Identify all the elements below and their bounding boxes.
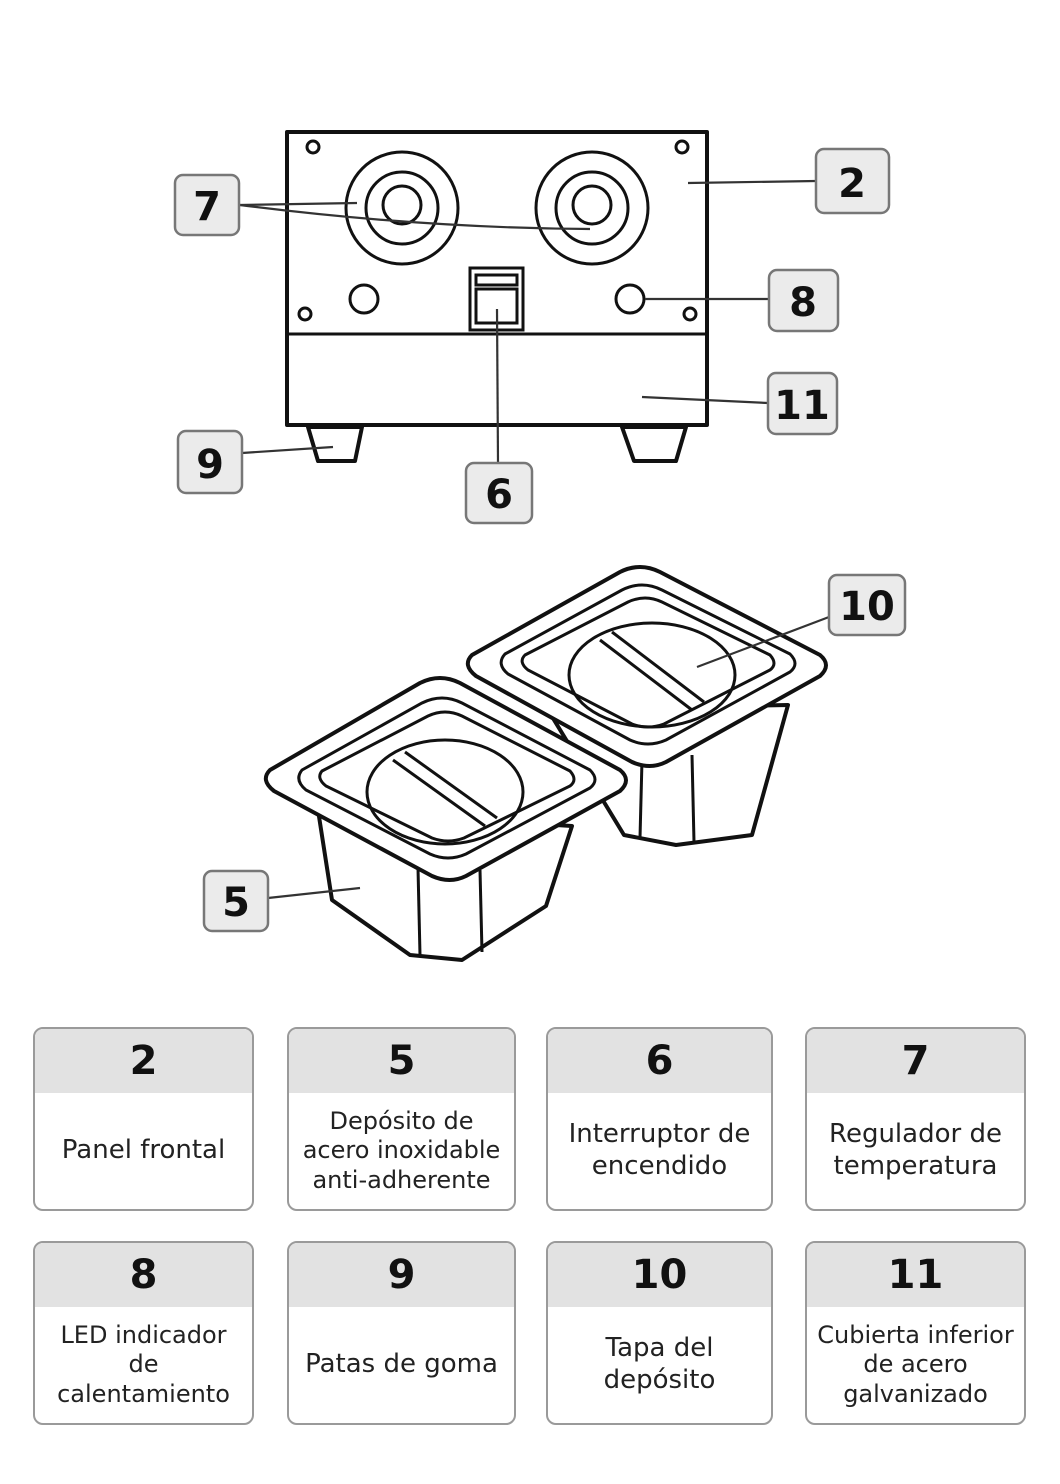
svg-text:7: 7 [193,184,221,230]
callout-2: 2 [814,147,891,215]
legend-number: 2 [35,1029,252,1093]
leader-2 [687,179,817,185]
temperature-knob-right [534,150,650,266]
callout-7: 7 [173,173,241,237]
tank-front [263,676,628,962]
svg-text:8: 8 [789,280,817,326]
tanks-view [263,565,828,962]
legend-card-10: 10 Tapa del depósito [546,1241,773,1425]
callout-8: 8 [767,268,840,333]
legend-card-8: 8 LED indicador de calentamiento [33,1241,254,1425]
legend-label: Depósito de acero inoxidable anti-adhere… [302,1107,501,1194]
legend-card-11: 11 Cubierta inferior de acero galvanizad… [805,1241,1026,1425]
legend-label: Tapa del depósito [603,1333,716,1395]
temperature-knob-left [344,150,460,266]
legend-card-7: 7 Regulador de temperatura [805,1027,1026,1211]
led-left-icon [348,283,380,315]
leader-5 [267,886,361,900]
screw-icon [305,139,321,155]
svg-text:11: 11 [774,383,830,429]
callout-10: 10 [827,573,907,637]
legend-card-9: 9 Patas de goma [287,1241,516,1425]
callout-5: 5 [202,869,270,933]
legend-label: Regulador de temperatura [829,1119,1002,1181]
leader-6 [495,308,500,464]
leader-7b [239,203,591,231]
leader-10 [696,615,830,669]
led-right-icon [614,283,646,315]
legend-card-5: 5 Depósito de acero inoxidable anti-adhe… [287,1027,516,1211]
legend-number: 6 [548,1029,771,1093]
foot-right [620,425,688,463]
legend-label: Interruptor de encendido [568,1119,751,1181]
screw-icon [682,306,698,322]
svg-text:10: 10 [839,584,895,630]
legend-number: 5 [289,1029,514,1093]
callout-6: 6 [464,461,534,525]
svg-text:9: 9 [196,442,224,488]
foot-left [306,425,364,463]
svg-text:2: 2 [838,161,866,207]
svg-text:5: 5 [222,880,250,926]
legend-number: 10 [548,1243,771,1307]
leader-7a [239,201,358,207]
legend-label: Cubierta inferior de acero galvanizado [817,1321,1014,1408]
legend-card-2: 2 Panel frontal [33,1027,254,1211]
legend-number: 7 [807,1029,1024,1093]
callout-11: 11 [766,371,839,436]
svg-text:6: 6 [485,472,513,518]
legend-card-6: 6 Interruptor de encendido [546,1027,773,1211]
legend-label: LED indicador de calentamiento [57,1321,230,1408]
screw-icon [297,306,313,322]
legend-number: 9 [289,1243,514,1307]
legend-label: Patas de goma [305,1349,498,1380]
tank-back [465,565,828,847]
leader-11 [641,395,769,405]
callout-9: 9 [176,429,244,495]
legend-number: 8 [35,1243,252,1307]
legend-number: 11 [807,1243,1024,1307]
product-diagram: 7 2 8 11 9 6 10 5 [173,130,907,962]
screw-icon [674,139,690,155]
legend-label: Panel frontal [61,1135,226,1166]
leader-9 [241,445,334,455]
